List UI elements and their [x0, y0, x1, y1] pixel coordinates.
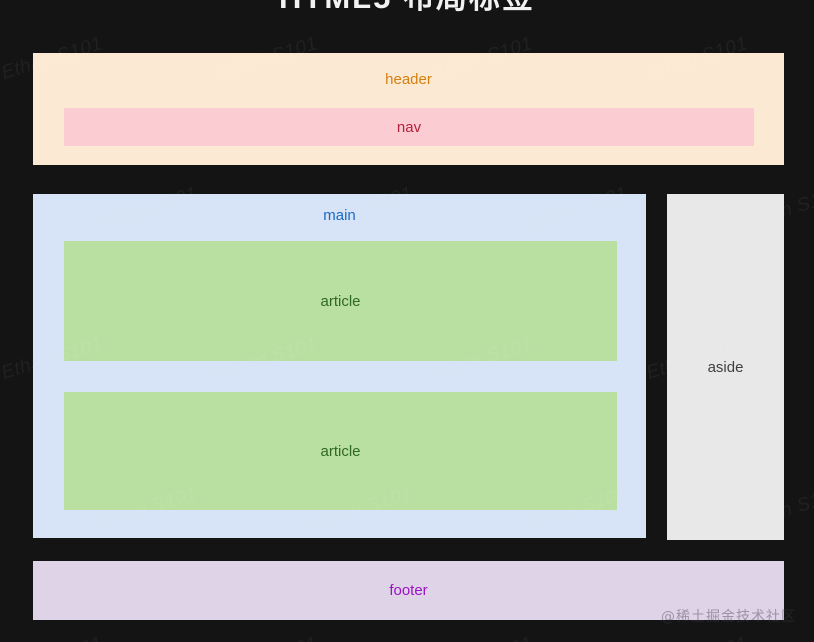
nav-label: nav — [396, 118, 422, 136]
article-block: article — [64, 392, 617, 510]
footer-label: footer — [389, 582, 428, 599]
background-watermark: Ethan S101 — [644, 633, 750, 642]
main-block: main article article — [33, 194, 646, 538]
aside-block: aside — [667, 194, 784, 540]
article-block: article — [64, 241, 617, 361]
main-label: main — [323, 207, 356, 224]
background-watermark: Ethan S101 — [214, 633, 320, 642]
header-block: header nav — [33, 53, 784, 165]
nav-block: nav — [64, 108, 754, 146]
article-label: article — [320, 292, 361, 310]
header-label: header — [385, 71, 432, 88]
footer-block: footer — [33, 561, 784, 620]
article-label: article — [320, 442, 361, 460]
aside-label: aside — [707, 358, 744, 376]
background-watermark: Ethan S101 — [429, 633, 535, 642]
page-title: HTML5 布局标签 — [0, 0, 814, 17]
background-watermark: Ethan S101 — [0, 633, 105, 642]
juejin-watermark: @稀土掘金技术社区 — [661, 609, 796, 625]
